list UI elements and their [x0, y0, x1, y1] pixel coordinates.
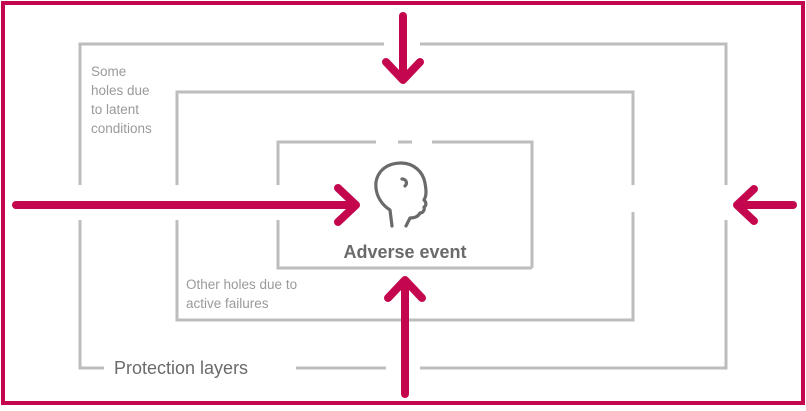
latent-note-line-2: holes due — [91, 83, 150, 98]
latent-note-line-3: to latent — [91, 102, 139, 117]
active-note-line-1: Other holes due to — [186, 277, 297, 292]
arrow-left — [12, 184, 360, 226]
latent-note-line-4: conditions — [91, 121, 152, 136]
protection-layer-inner — [276, 140, 534, 270]
arrow-bottom — [384, 276, 426, 398]
protection-layer-outer — [78, 42, 728, 370]
active-note-line-2: active failures — [186, 296, 269, 311]
arrow-right — [733, 185, 797, 225]
latent-note-line-1: Some — [91, 64, 126, 79]
head-profile-icon — [374, 161, 428, 228]
arrow-top — [382, 12, 424, 84]
adverse-event-label: Adverse event — [343, 242, 466, 262]
latent-conditions-note: Some holes due to latent conditions — [91, 64, 153, 136]
active-failures-note: Other holes due to active failures — [186, 277, 301, 311]
protection-layers-label: Protection layers — [114, 358, 248, 378]
